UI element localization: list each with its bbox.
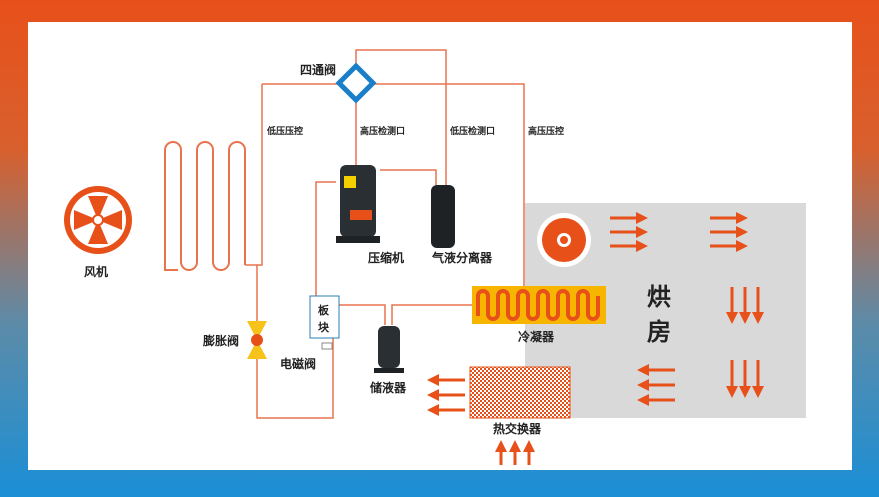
drying-room-label-1: 烘 [647, 283, 671, 311]
expansion-valve-icon [247, 321, 267, 359]
plate-block-label-2: 块 [318, 320, 330, 334]
liquid-receiver-label: 储液器 [370, 380, 407, 395]
liquid-receiver-icon [374, 326, 404, 373]
condenser-label: 冷凝器 [518, 329, 555, 344]
heat-exchanger-icon [469, 366, 571, 419]
gas-liquid-separator-label: 气液分离器 [431, 250, 493, 265]
compressor-icon [336, 165, 380, 243]
expansion-valve-label: 膨胀阀 [202, 333, 239, 348]
solenoid-valve-label: 电磁阀 [280, 356, 316, 371]
solenoid-valve-icon [321, 342, 333, 350]
four-way-valve-icon [335, 62, 377, 104]
fan-label: 风机 [84, 264, 108, 279]
drying-room-label-2: 房 [647, 318, 671, 346]
high-pressure-port-label: 高压检测口 [360, 125, 405, 137]
room-fan-icon [537, 213, 591, 267]
condenser-icon [472, 286, 606, 324]
gas-liquid-separator-icon [431, 185, 455, 248]
compressor-label: 压缩机 [368, 250, 404, 265]
plate-block [309, 295, 340, 339]
heat-exchanger-label: 热交换器 [493, 421, 542, 436]
fan-icon [64, 186, 132, 254]
airflow-arrows [427, 212, 764, 465]
low-pressure-port-label: 低压检测口 [449, 125, 495, 137]
low-pressure-control-label: 低压压控 [266, 125, 303, 137]
four-way-valve-label: 四通阀 [300, 62, 336, 77]
high-pressure-control-label: 高压压控 [528, 125, 564, 137]
plate-block-label-1: 板 [318, 303, 330, 317]
